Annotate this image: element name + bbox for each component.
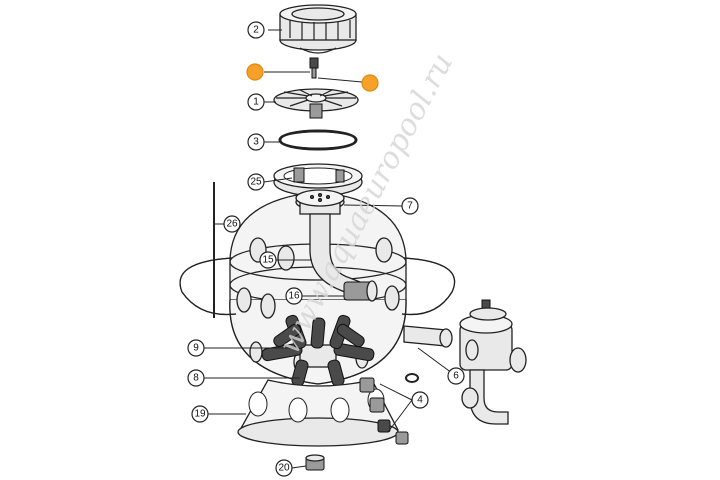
o-ring xyxy=(278,129,358,151)
svg-text:4: 4 xyxy=(417,395,423,406)
top-distributor xyxy=(295,189,345,215)
callout-15: 15 xyxy=(259,251,277,269)
callout-7: 7 xyxy=(401,197,419,215)
diffuser-plate xyxy=(273,88,359,119)
air-vent xyxy=(309,57,319,79)
callout-4: 4 xyxy=(411,391,429,409)
svg-text:6: 6 xyxy=(453,371,459,382)
svg-text:3: 3 xyxy=(253,137,259,148)
leader-lines xyxy=(204,29,458,469)
svg-text:20: 20 xyxy=(278,463,290,474)
callout-19: 19 xyxy=(191,405,209,423)
callout-6: 6 xyxy=(447,367,465,385)
fittings xyxy=(359,373,419,445)
callout-9: 9 xyxy=(187,339,205,357)
callout-16: 16 xyxy=(285,287,303,305)
drain-plug xyxy=(305,454,325,471)
neck-ring xyxy=(273,163,363,197)
callout-1: 1 xyxy=(247,93,265,111)
svg-text:2: 2 xyxy=(253,25,259,36)
callout-3: 3 xyxy=(247,133,265,151)
svg-text:19: 19 xyxy=(194,409,206,420)
svg-text:16: 16 xyxy=(288,291,300,302)
lid-nut xyxy=(279,4,357,54)
base-stand xyxy=(237,379,399,447)
callout-26: 26 xyxy=(223,215,241,233)
callout-11-highlight[interactable] xyxy=(361,74,379,92)
svg-text:8: 8 xyxy=(193,373,199,384)
side-outlet xyxy=(343,280,378,302)
svg-text:7: 7 xyxy=(407,201,413,212)
svg-text:1: 1 xyxy=(253,97,259,108)
callout-12-highlight[interactable] xyxy=(246,63,264,81)
callout-8: 8 xyxy=(187,369,205,387)
callout-2: 2 xyxy=(247,21,265,39)
svg-text:25: 25 xyxy=(250,177,262,188)
callout-20: 20 xyxy=(275,459,293,477)
multiport-valve xyxy=(403,299,527,425)
svg-text:26: 26 xyxy=(226,219,238,230)
svg-text:15: 15 xyxy=(262,255,274,266)
callout-25: 25 xyxy=(247,173,265,191)
svg-text:9: 9 xyxy=(193,343,199,354)
